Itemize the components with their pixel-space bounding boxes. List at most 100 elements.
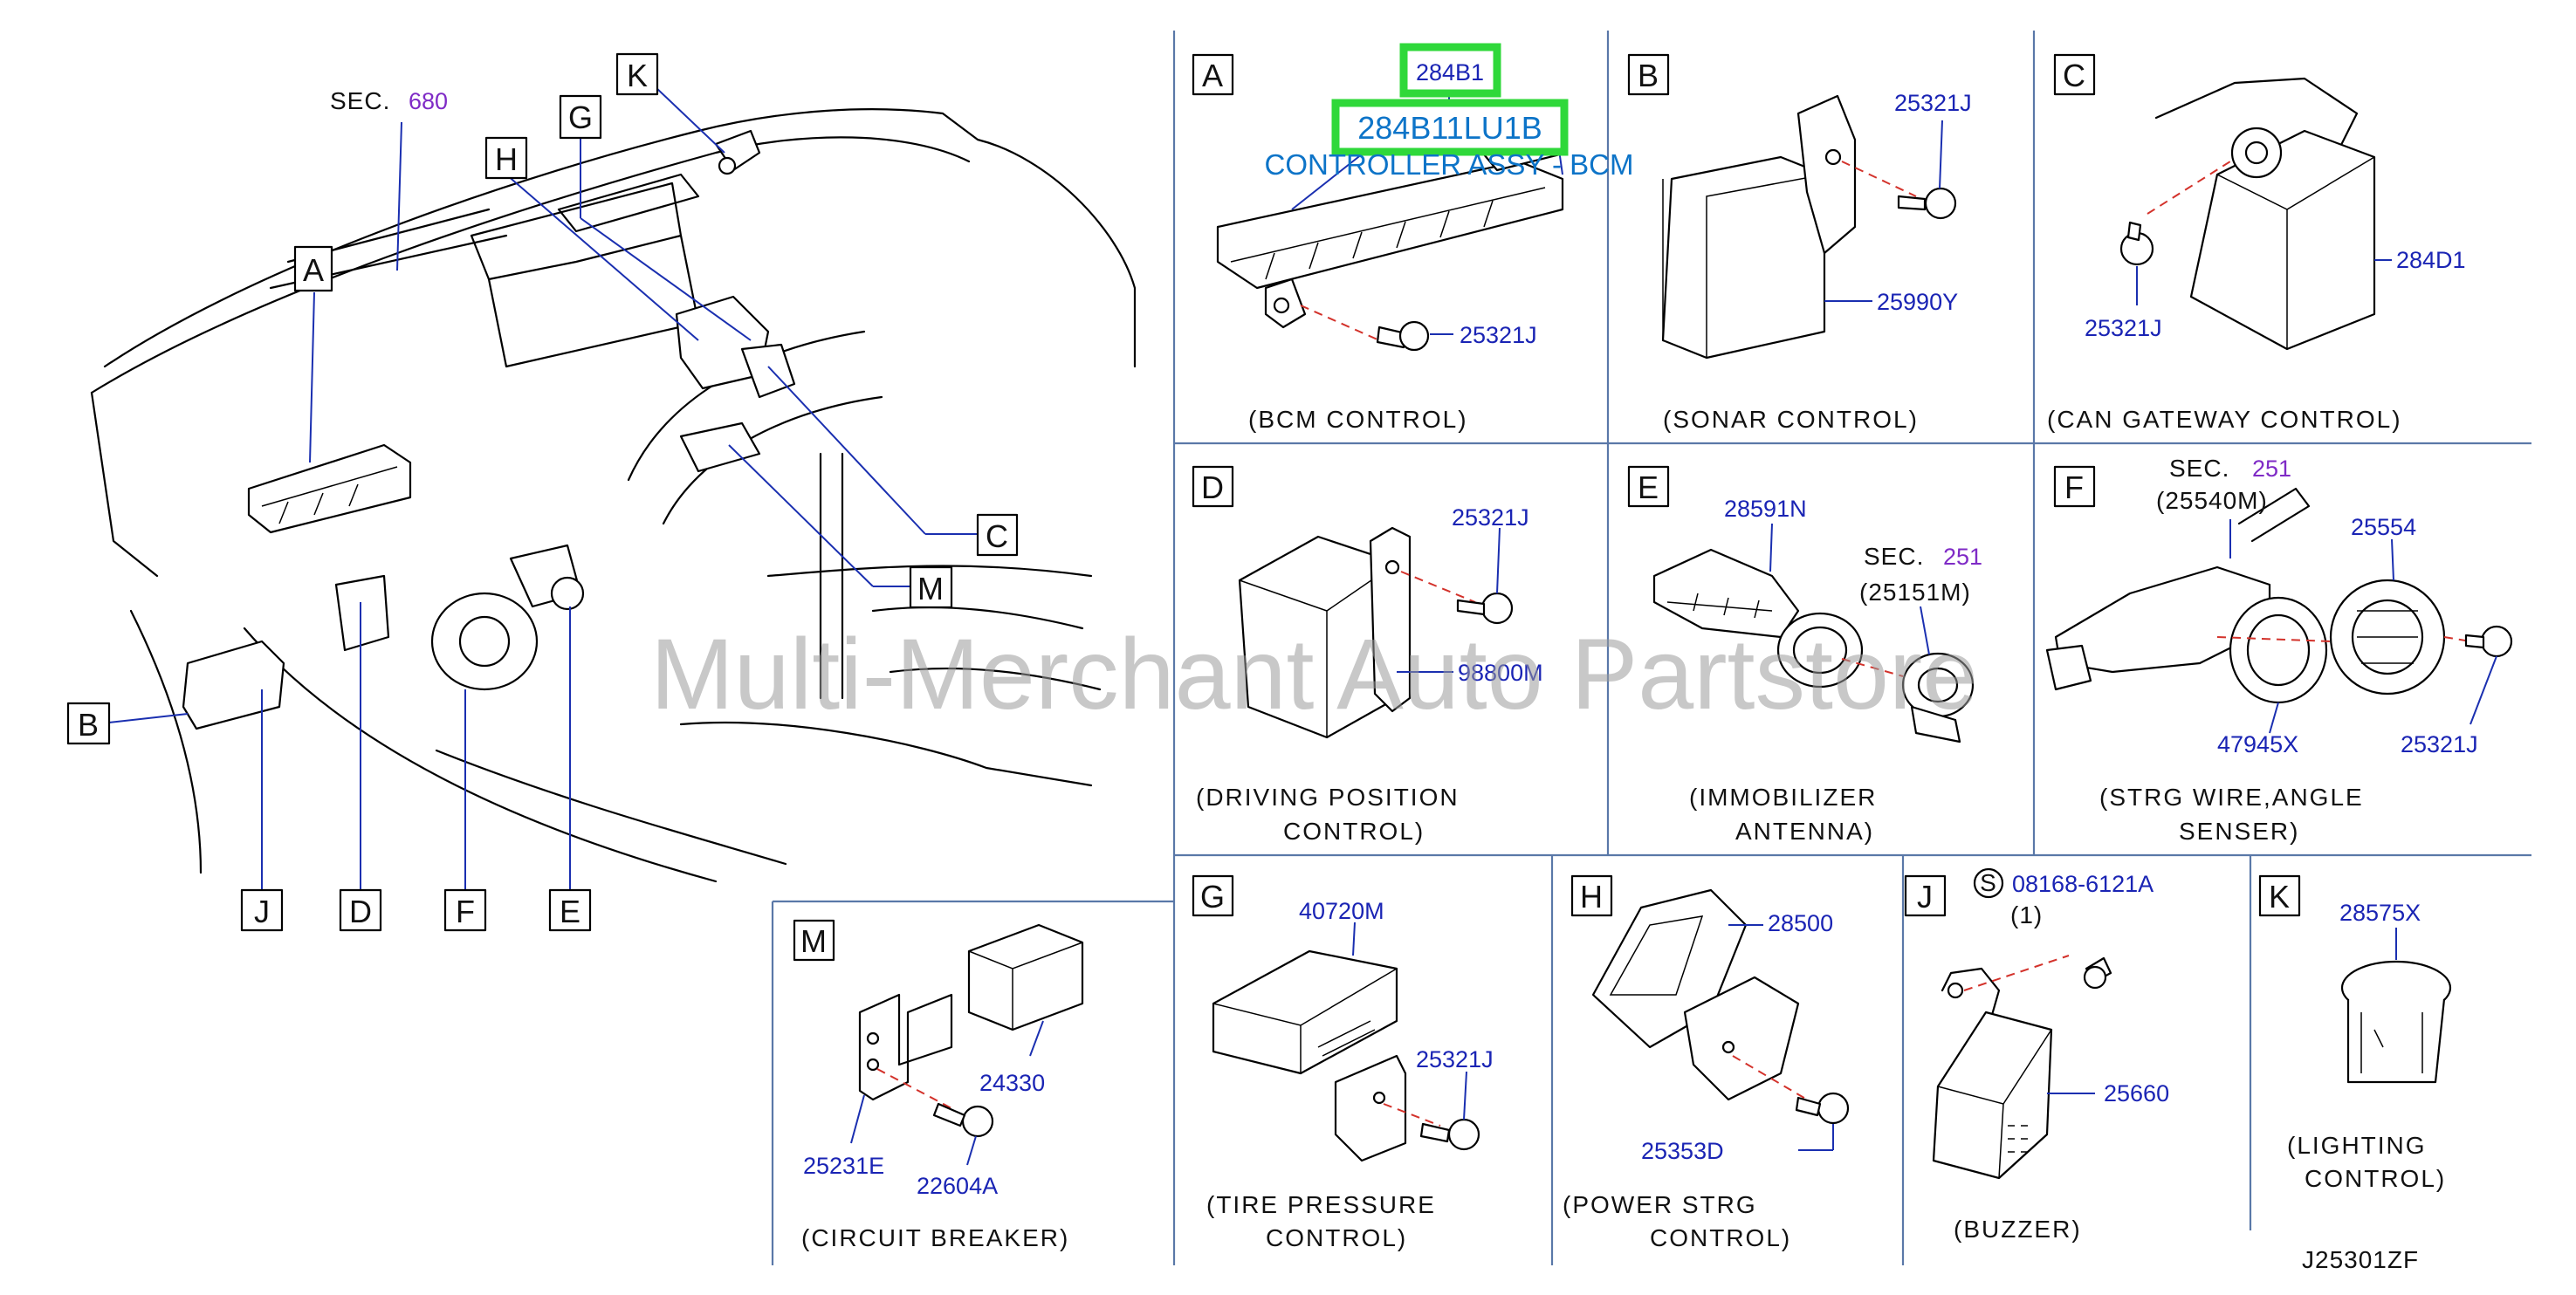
panel-caption-line2: CONTROL) xyxy=(1266,1224,1407,1251)
s-mark: S xyxy=(1980,869,1997,896)
panel-letter: H xyxy=(1580,879,1603,915)
overview-callout-B[interactable]: B xyxy=(66,702,111,745)
callout-letter: F xyxy=(456,894,475,929)
panel-caption-line2: CONTROL) xyxy=(2305,1165,2446,1192)
callout-letter: D xyxy=(349,894,372,929)
part-number-25321j[interactable]: 25321J xyxy=(1452,504,1529,531)
callout-letter: H xyxy=(495,141,518,177)
panel-a: A 25321J (BCM CONTROL) xyxy=(1192,53,1569,433)
overview-callout-H[interactable]: H xyxy=(484,136,528,180)
callout-letter: C xyxy=(986,518,1008,554)
watermark: Multi-Merchant Auto Partstore xyxy=(650,619,1978,730)
overview-sec-number[interactable]: 680 xyxy=(409,88,448,114)
sec-number[interactable]: 251 xyxy=(2252,456,2291,482)
sec-label: SEC. xyxy=(1864,543,1924,570)
panel-caption-line1: (POWER STRG xyxy=(1563,1191,1757,1218)
panel-j: J S 08168-6121A (1) 25660 (BUZZER) xyxy=(1904,867,2169,1243)
callout-letter: A xyxy=(303,252,324,288)
part-number-24330[interactable]: 24330 xyxy=(979,1070,1045,1096)
panel-letter: D xyxy=(1201,469,1224,505)
overview-sec-label: SEC. xyxy=(330,87,390,114)
part-number-284d1[interactable]: 284D1 xyxy=(2396,247,2466,273)
part-number-25660[interactable]: 25660 xyxy=(2104,1080,2169,1107)
part-number-25353d[interactable]: 25353D xyxy=(1641,1138,1724,1164)
part-number-47945x[interactable]: 47945X xyxy=(2217,731,2298,757)
overview-callout-J[interactable]: J xyxy=(240,888,284,932)
overview-callout-E[interactable]: E xyxy=(548,888,592,932)
highlight-full-code: 284B11LU1B xyxy=(1357,110,1542,146)
sec-ref: (25540M) xyxy=(2156,487,2268,514)
overview-callout-M[interactable]: M xyxy=(909,565,953,609)
panel-caption: (BCM CONTROL) xyxy=(1248,406,1468,433)
overview-callout-K[interactable]: K xyxy=(615,52,659,96)
panel-d: D 25321J 98800M (DRIVING POSITION CONTRO… xyxy=(1192,465,1543,845)
part-number-25231e[interactable]: 25231E xyxy=(803,1153,884,1179)
panel-h: H 28500 25353D (POWER STRG CONTROL) xyxy=(1563,874,1850,1251)
panel-caption-line2: CONTROL) xyxy=(1283,818,1425,845)
panel-caption-line1: (DRIVING POSITION xyxy=(1196,784,1460,811)
panel-caption-line2: SENSER) xyxy=(2179,818,2299,845)
panel-m: M 24330 25231E 22604A (CIRCUIT BREAKER) xyxy=(793,919,1084,1251)
overview-callout-D[interactable]: D xyxy=(339,888,382,932)
part-number-98800m[interactable]: 98800M xyxy=(1458,660,1543,686)
panel-caption-line2: CONTROL) xyxy=(1650,1224,1791,1251)
callout-letter: B xyxy=(78,707,99,743)
panel-caption-line1: (LIGHTING xyxy=(2287,1132,2427,1159)
panel-grid xyxy=(771,31,2531,1265)
part-number-28575x[interactable]: 28575X xyxy=(2339,900,2421,926)
panel-letter: K xyxy=(2269,879,2290,915)
part-number-28591n[interactable]: 28591N xyxy=(1724,496,1807,522)
overview-callout-F[interactable]: F xyxy=(443,888,487,932)
bcm-highlight[interactable]: 284B1 284B11LU1B CONTROLLER ASSY - BCM xyxy=(1265,43,1634,210)
part-number-08168-6121a[interactable]: 08168-6121A xyxy=(2012,871,2154,897)
part-number-25321j[interactable]: 25321J xyxy=(2085,315,2162,341)
part-number-40720m[interactable]: 40720M xyxy=(1299,898,1384,924)
panel-f: F SEC. 251 (25540M) 25554 47945X 25321J … xyxy=(2045,455,2513,845)
part-number-25554[interactable]: 25554 xyxy=(2351,514,2416,540)
panel-letter: A xyxy=(1202,58,1223,93)
part-number-25990y[interactable]: 25990Y xyxy=(1877,289,1958,315)
panel-caption: (SONAR CONTROL) xyxy=(1663,406,1919,433)
overview-leaders xyxy=(108,69,978,890)
panel-caption: (CAN GATEWAY CONTROL) xyxy=(2047,406,2402,433)
panel-b: B 25321J 25990Y (SONAR CONTROL) xyxy=(1627,53,1972,433)
panel-letter: M xyxy=(800,923,827,959)
drawing-code: J25301ZF xyxy=(2302,1246,2419,1273)
callout-letter: E xyxy=(560,894,580,929)
panel-caption-line2: ANTENNA) xyxy=(1735,818,1874,845)
callout-letter: G xyxy=(568,99,593,135)
panel-caption: (CIRCUIT BREAKER) xyxy=(801,1224,1069,1251)
s-mark-icon xyxy=(1973,867,2004,899)
panel-caption-line1: (STRG WIRE,ANGLE xyxy=(2099,784,2364,811)
panel-letter: J xyxy=(1917,879,1933,915)
sec-label: SEC. xyxy=(2169,455,2229,482)
overview-callout-G[interactable]: G xyxy=(559,94,602,140)
panel-caption-line1: (TIRE PRESSURE xyxy=(1206,1191,1436,1218)
sec-ref: (25151M) xyxy=(1859,579,1971,606)
part-number-25321j[interactable]: 25321J xyxy=(1416,1046,1494,1072)
panel-e: E 28591N SEC. 251 (25151M) (IMMOBILIZER … xyxy=(1627,465,1982,845)
panel-g: G 40720M 25321J (TIRE PRESSURE CONTROL) xyxy=(1192,874,1494,1251)
part-number-25321j[interactable]: 25321J xyxy=(1460,322,1537,348)
panel-caption-line1: (IMMOBILIZER xyxy=(1689,784,1877,811)
part-number-28500[interactable]: 28500 xyxy=(1768,910,1833,936)
panel-c: C 25321J 284D1 (CAN GATEWAY CONTROL) xyxy=(2047,53,2466,433)
panel-letter: E xyxy=(1638,469,1659,505)
overview-callout-A[interactable]: A xyxy=(293,245,333,292)
callout-letter: J xyxy=(254,894,270,929)
sec-number[interactable]: 251 xyxy=(1943,544,1982,570)
overview-callout-C[interactable]: C xyxy=(976,513,1019,557)
panel-caption: (BUZZER) xyxy=(1954,1216,2082,1243)
panel-letter: F xyxy=(2064,469,2084,505)
panel-letter: G xyxy=(1200,879,1225,915)
part-number-22604a[interactable]: 22604A xyxy=(917,1173,998,1199)
part-number-25321j[interactable]: 25321J xyxy=(1894,90,1972,116)
panel-k: K 28575X (LIGHTING CONTROL) xyxy=(2258,874,2452,1192)
quantity: (1) xyxy=(2010,901,2043,928)
highlight-short-code: 284B1 xyxy=(1416,59,1484,86)
highlight-description: CONTROLLER ASSY - BCM xyxy=(1265,148,1634,181)
part-number-25321j[interactable]: 25321J xyxy=(2401,731,2478,757)
callout-letter: M xyxy=(917,571,944,606)
panel-letter: C xyxy=(2063,58,2085,93)
